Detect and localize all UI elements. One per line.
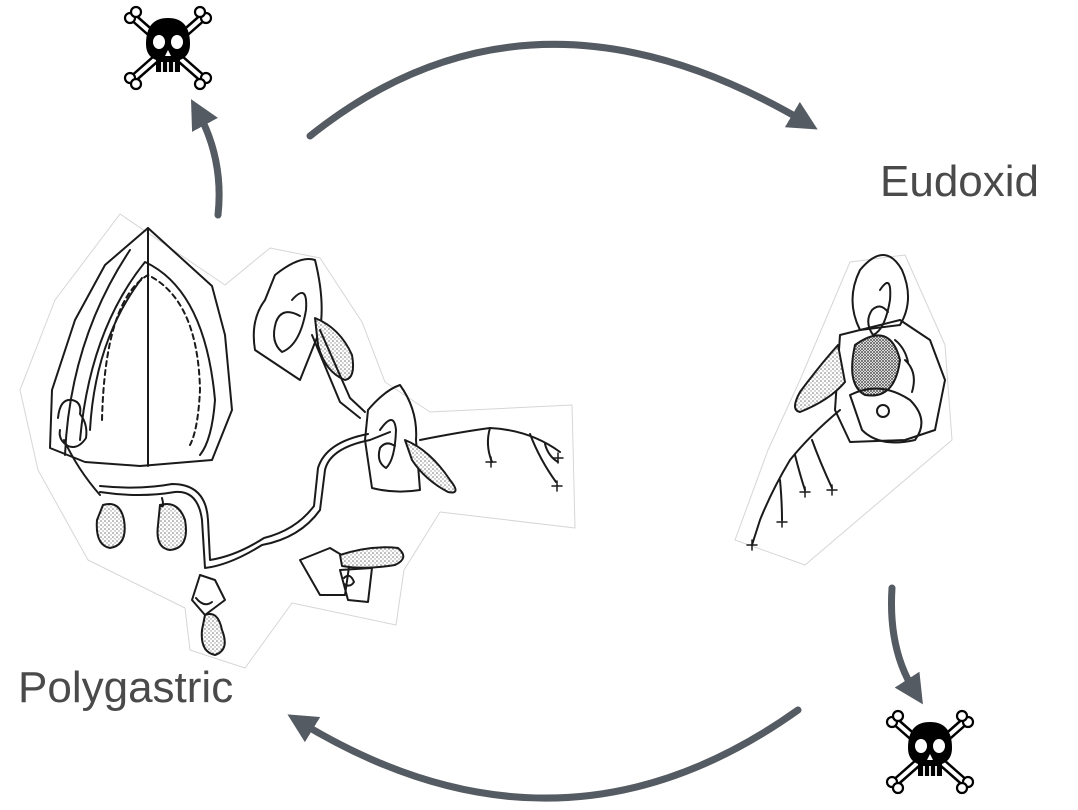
arrow-eudoxid-to-polygastric — [300, 710, 798, 798]
arrow-polygastric-to-eudoxid — [310, 44, 805, 136]
stage-label-polygastric: Polygastric — [18, 666, 233, 710]
arrow-eudoxid-to-death — [891, 588, 915, 692]
polygastric-colony-illustration — [20, 214, 575, 668]
skull-crossbones-icon — [887, 711, 973, 793]
arrow-polygastric-to-death — [198, 112, 219, 215]
skull-crossbones-icon — [125, 7, 211, 89]
stage-label-eudoxid: Eudoxid — [880, 160, 1039, 204]
eudoxid-illustration — [735, 255, 952, 565]
